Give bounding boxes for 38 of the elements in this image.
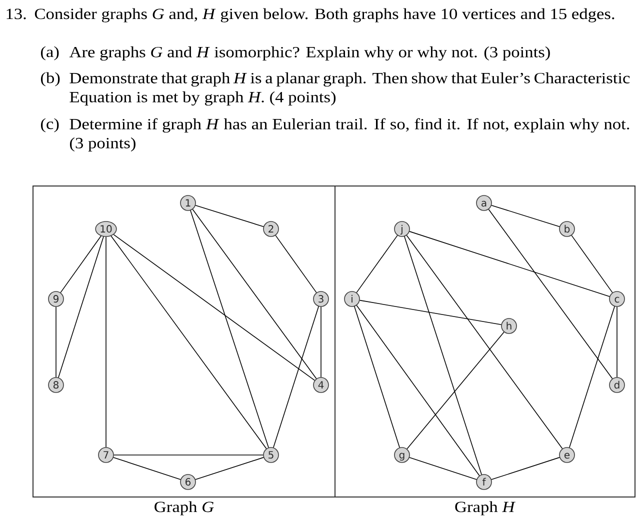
item-letter: (a): [40, 46, 59, 60]
question-number: 13.: [6, 8, 26, 20]
edge-line: [569, 306, 615, 448]
edge-line: [488, 208, 613, 380]
edge-line: [190, 210, 269, 448]
edge-line: [491, 204, 560, 228]
edge-line: [356, 235, 398, 293]
edge-line: [409, 231, 610, 297]
edge-line: [195, 457, 264, 480]
edge-line: [60, 236, 102, 293]
edge-line: [354, 306, 400, 448]
edge-line: [275, 235, 317, 293]
edge-line: [491, 457, 560, 480]
edge-line: [195, 204, 264, 228]
edge-line: [273, 306, 319, 448]
item-text: Determine if graph H has an Eulerian trail. If so, find it. If not, explain why not. (3 points): [70, 118, 630, 152]
edge-line: [359, 300, 502, 326]
edge-line: [320, 306, 322, 378]
edge-line: [113, 234, 315, 381]
edge-line: [571, 235, 613, 293]
question-text: Consider graphs G and, H given below. Both graphs have 10 vertices and 15 edges.: [34, 8, 614, 22]
edge-line: [114, 454, 264, 456]
edge-line: [406, 332, 504, 450]
item-text: Demonstrate that graph H is a planar graph. Then show that Euler’s Characteristic Equation is met by graph H. (4 points): [70, 72, 630, 106]
edge-line: [406, 234, 563, 449]
edge-line: [192, 208, 317, 380]
edge-line: [113, 457, 181, 480]
edge-line: [110, 236, 267, 449]
edge-line: [409, 457, 477, 480]
panel-caption: Graph H: [455, 501, 516, 516]
edge-line: [616, 306, 618, 378]
item-text: Are graphs G and H isomorphic? Explain why or why not. (3 points): [69, 46, 550, 61]
item-letter: (b): [40, 72, 60, 86]
item-letter: (c): [40, 118, 59, 132]
edge-line: [356, 305, 480, 476]
panel-caption: Graph G: [154, 501, 214, 516]
edge-line: [58, 236, 104, 378]
edge-line: [404, 236, 482, 475]
